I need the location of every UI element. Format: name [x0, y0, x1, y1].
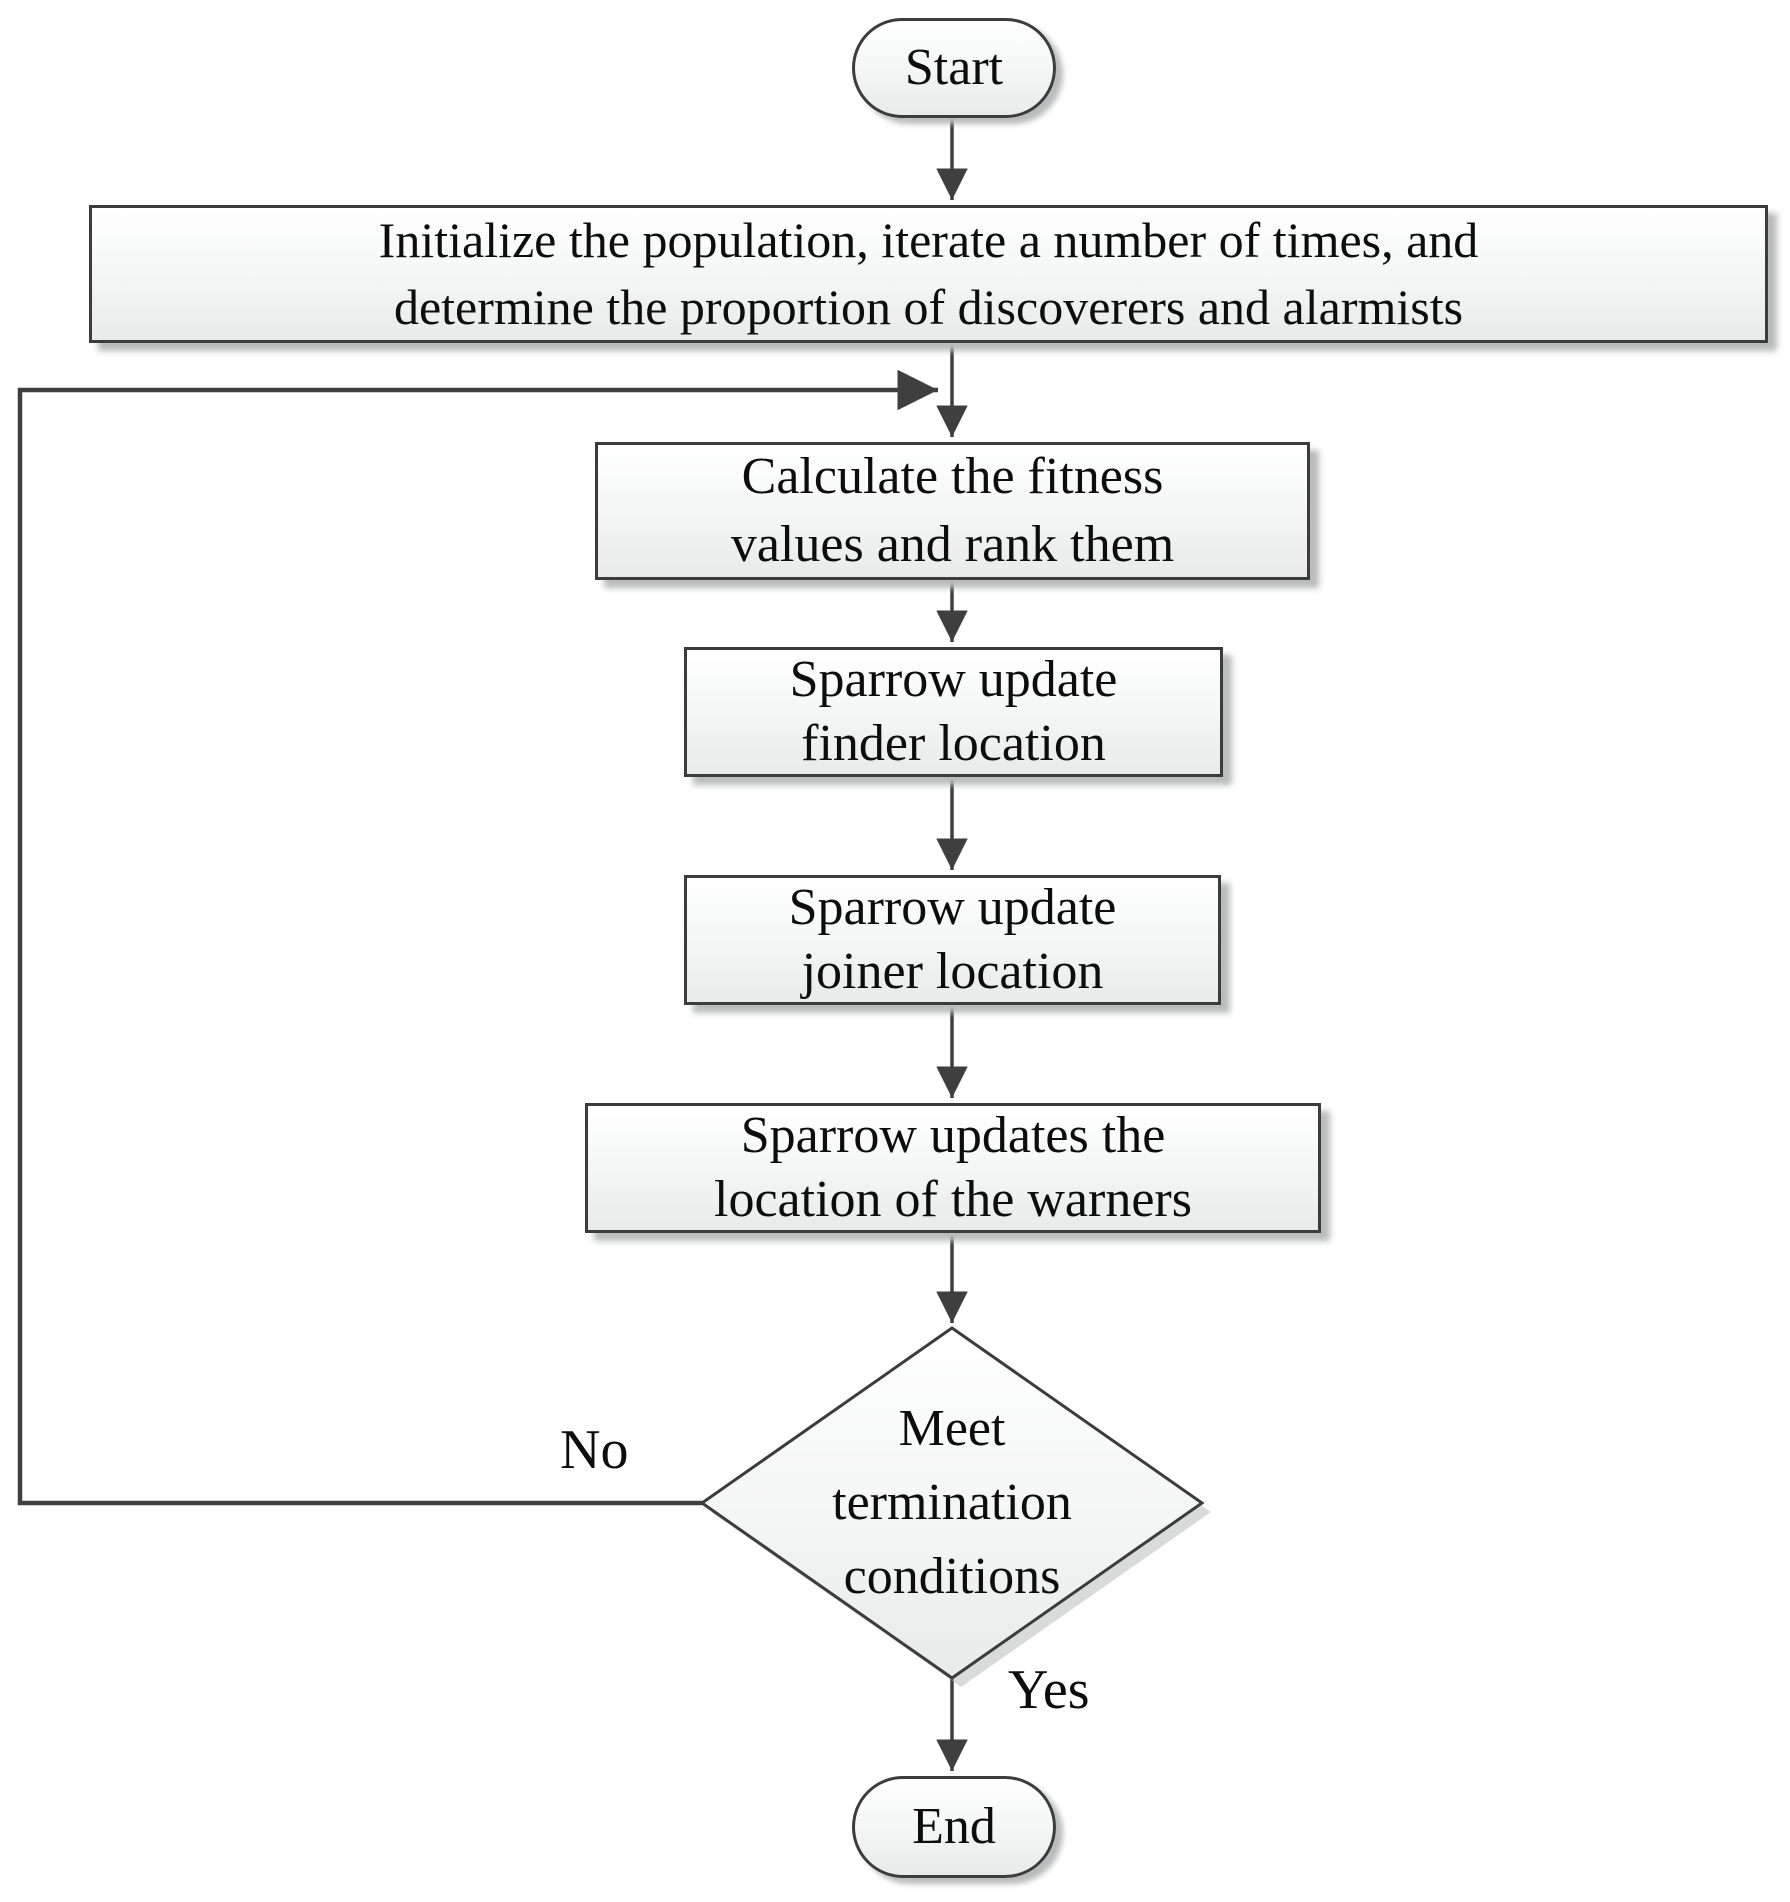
- update-warners-node: Sparrow updates the location of the warn…: [585, 1103, 1321, 1233]
- initialize-population-node: Initialize the population, iterate a num…: [89, 205, 1768, 343]
- update-finder-line2: finder location: [801, 715, 1106, 772]
- update-warners-line1: Sparrow updates the: [740, 1107, 1166, 1164]
- start-node: Start: [852, 18, 1056, 118]
- termination-decision-line1: Meet: [898, 1400, 1006, 1457]
- start-label: Start: [904, 39, 1004, 96]
- end-label: End: [912, 1798, 996, 1855]
- update-joiner-line2: joiner location: [801, 943, 1104, 1000]
- end-node: End: [852, 1776, 1056, 1878]
- termination-decision-line2: termination: [832, 1474, 1072, 1531]
- update-finder-node: Sparrow update finder location: [684, 647, 1223, 777]
- initialize-population-line2: determine the proportion of discoverers …: [393, 279, 1464, 335]
- update-joiner-node: Sparrow update joiner location: [684, 875, 1221, 1005]
- edge-loop-no-return: [17, 369, 938, 1506]
- update-warners-line2: location of the warners: [714, 1171, 1192, 1228]
- termination-decision-node: Meet termination conditions: [752, 1392, 1152, 1614]
- decision-node-shape: [699, 1326, 1211, 1687]
- yes-edge-label: Yes: [1008, 1659, 1090, 1721]
- update-joiner-line1: Sparrow update: [788, 879, 1117, 936]
- termination-decision-line3: conditions: [843, 1548, 1061, 1605]
- no-edge-label: No: [560, 1419, 629, 1481]
- calculate-fitness-line2: values and rank them: [730, 516, 1175, 573]
- initialize-population-line1: Initialize the population, iterate a num…: [378, 212, 1479, 268]
- update-finder-line1: Sparrow update: [789, 651, 1118, 708]
- calculate-fitness-line1: Calculate the fitness: [741, 448, 1164, 505]
- calculate-fitness-node: Calculate the fitness values and rank th…: [595, 442, 1310, 580]
